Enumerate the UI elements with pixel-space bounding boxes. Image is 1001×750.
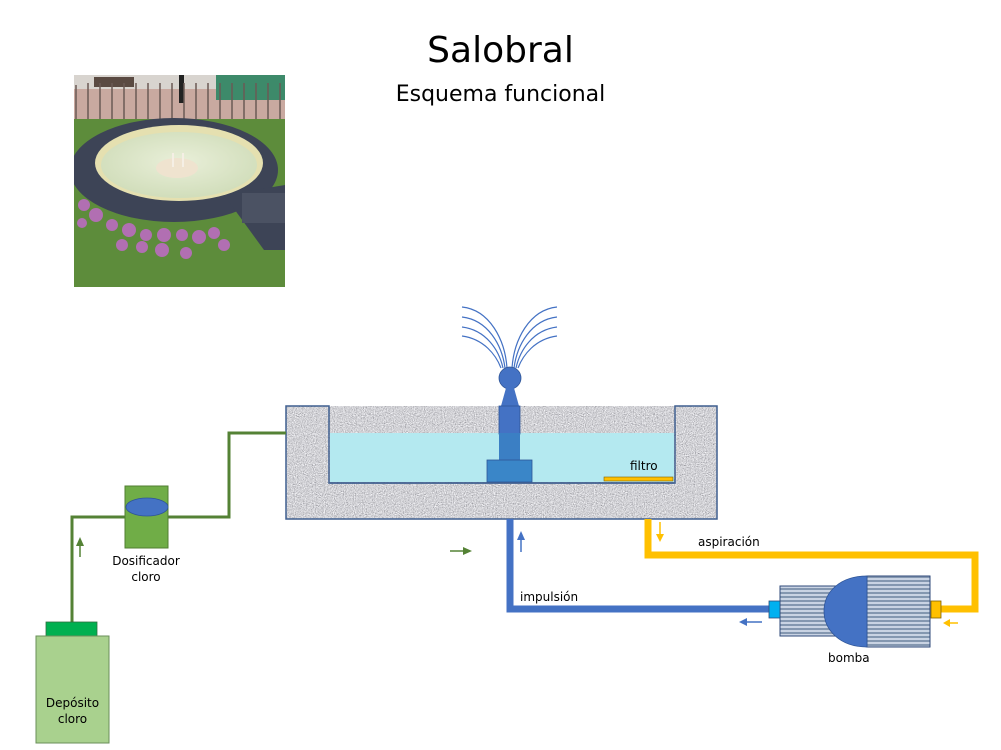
tank-label-line2: cloro — [57, 712, 88, 726]
filter-label: filtro — [630, 459, 658, 473]
suction-flow-arrow-down-icon — [656, 522, 664, 542]
impulsion-flow-arrow-up-icon — [517, 531, 525, 552]
tank-cap — [45, 621, 98, 637]
fountain-nozzle — [461, 306, 558, 483]
chlorine-flow-arrow-right-icon — [450, 547, 472, 555]
tank-label-line1: Depósito — [45, 696, 100, 710]
suction-flow-arrow-left-icon — [943, 619, 958, 627]
dosifier-label-line1: Dosificador — [112, 554, 180, 568]
pump-label: bomba — [828, 651, 870, 665]
chlorine-pipe — [70, 431, 286, 622]
pump-inlet — [930, 600, 942, 619]
filter — [603, 476, 674, 482]
impulsion-flow-arrow-left-icon — [739, 618, 762, 626]
pump-outlet — [768, 600, 781, 619]
impulsion-label: impulsión — [520, 590, 579, 604]
tank-label: Depósito cloro — [36, 695, 109, 727]
suction-pipe — [644, 519, 979, 613]
page-subtitle: Esquema funcional — [395, 82, 606, 107]
dosifier-label: Dosificador cloro — [106, 553, 186, 585]
impulsion-pipe — [506, 519, 770, 613]
suction-label: aspiración — [698, 535, 760, 549]
dosifier-label-line2: cloro — [131, 570, 161, 584]
chlorine-tank — [35, 621, 110, 744]
fountain-photo — [74, 75, 285, 287]
chlorine-dosifier — [124, 485, 169, 549]
chlorine-flow-arrow-up-icon — [76, 537, 84, 557]
pump — [768, 575, 942, 648]
page-title: Salobral — [427, 30, 574, 71]
